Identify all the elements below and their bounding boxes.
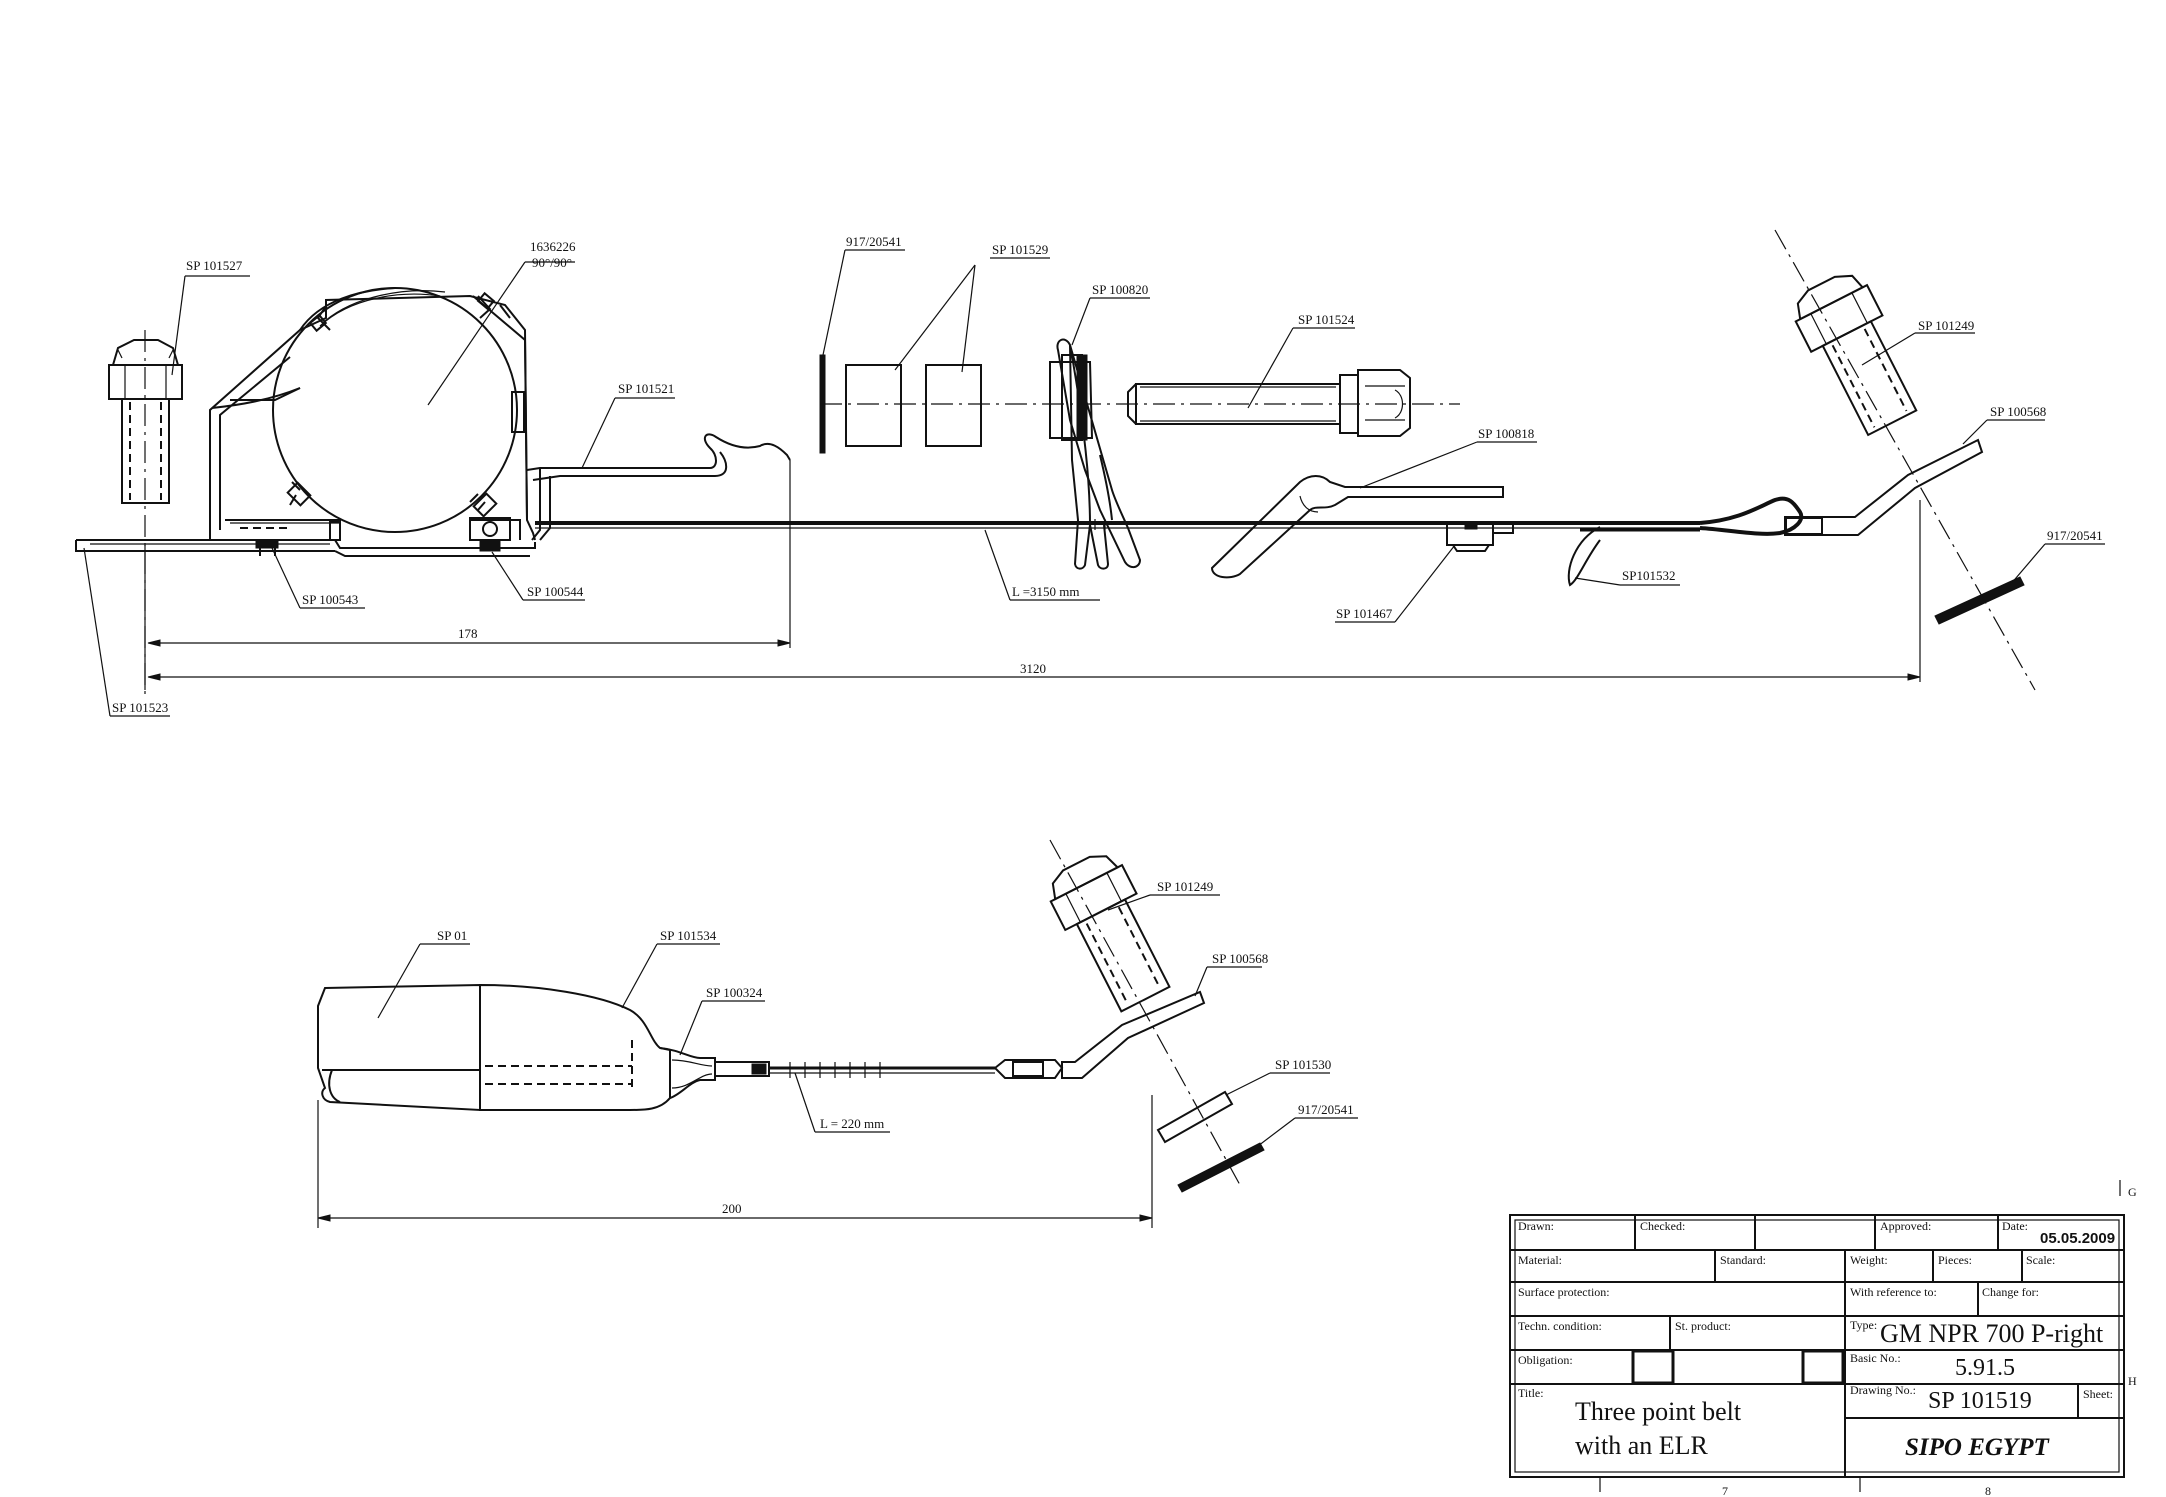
bolt-sp101249-bottom (1049, 839, 1241, 1186)
tb-type-value: GM NPR 700 P-right (1880, 1319, 2104, 1348)
label-sp100568-top: SP 100568 (1990, 404, 2046, 419)
tb-weight: Weight: (1850, 1253, 1888, 1267)
label-sp100324: SP 100324 (706, 985, 763, 1000)
washer-sp101530 (1156, 1090, 1234, 1144)
tb-date-label: Date: (2002, 1219, 2028, 1233)
cable-crimp-marks (789, 1062, 881, 1078)
label-sp101523: SP 101523 (112, 700, 168, 715)
tb-title-line2: with an ELR (1575, 1431, 1709, 1460)
tb-scale: Scale: (2026, 1253, 2055, 1267)
tb-basic-value: 5.91.5 (1955, 1355, 2015, 1381)
tb-surface: Surface protection: (1518, 1285, 1610, 1299)
spacer-sp100820 (1049, 338, 1142, 570)
frame-mark-7: 7 (1722, 1484, 1728, 1497)
tb-material: Material: (1518, 1253, 1562, 1267)
label-sp101527: SP 101527 (186, 258, 243, 273)
tb-st-product: St. product: (1675, 1319, 1731, 1333)
label-sp101249-bottom: SP 101249 (1157, 879, 1213, 894)
washer-917-20541-bottom (1177, 1142, 1265, 1193)
label-917-20541-bottom: 917/20541 (1298, 1102, 1354, 1117)
label-1636226: 1636226 (530, 239, 576, 254)
label-917-20541-top-left: 917/20541 (846, 234, 902, 249)
guide-sp100818 (1210, 475, 1504, 579)
label-belt-length: L =3150 mm (1012, 584, 1080, 599)
bottom-assembly (317, 839, 1358, 1228)
dimension-labels: 178 3120 200 (458, 626, 1046, 1216)
label-sp101529: SP 101529 (992, 242, 1048, 257)
belt-webbing (535, 496, 1804, 587)
tb-reference: With reference to: (1850, 1285, 1937, 1299)
dim-3120: 3120 (1020, 661, 1046, 676)
top-leaders (83, 249, 2105, 717)
cable-sp100324 (714, 1059, 1064, 1079)
frame-mark-g: G (2128, 1185, 2137, 1199)
label-sp101534: SP 101534 (660, 928, 717, 943)
tb-checked: Checked: (1640, 1219, 1685, 1233)
tb-title-label: Title: (1518, 1386, 1544, 1400)
tb-drawing-no-label: Drawing No.: (1850, 1383, 1916, 1397)
label-sp101524: SP 101524 (1298, 312, 1355, 327)
label-sp100544: SP 100544 (527, 584, 584, 599)
bottom-dimensions (317, 1095, 1153, 1228)
top-dimensions (144, 460, 1921, 690)
frame-marks: G H 7 8 (1599, 1180, 2137, 1497)
tb-type-label: Type: (1850, 1318, 1877, 1332)
label-sp101530: SP 101530 (1275, 1057, 1331, 1072)
label-sp100543: SP 100543 (302, 592, 358, 607)
label-sp100820: SP 100820 (1092, 282, 1148, 297)
tb-techn: Techn. condition: (1518, 1319, 1602, 1333)
dim-200: 200 (722, 1201, 742, 1216)
label-buckle-length: L = 220 mm (820, 1116, 884, 1131)
label-sp101249-top: SP 101249 (1918, 318, 1974, 333)
label-sp101467: SP 101467 (1336, 606, 1393, 621)
nut-sp101467 (1446, 522, 1514, 552)
tb-company: SIPO EGYPT (1905, 1434, 2050, 1461)
tb-change: Change for: (1982, 1285, 2039, 1299)
bottom-leaders (377, 894, 1358, 1147)
buckle-sp01 (317, 983, 481, 1112)
tb-approved: Approved: (1880, 1219, 1931, 1233)
washers-sp101529 (845, 364, 982, 447)
label-sp01: SP 01 (437, 928, 467, 943)
tb-drawn: Drawn: (1518, 1219, 1554, 1233)
tb-drawing-no: SP 101519 (1928, 1388, 2032, 1414)
anchor-sp100568-top (1784, 438, 1984, 536)
label-917-20541-top-right: 917/20541 (2047, 528, 2103, 543)
tb-title-line1: Three point belt (1575, 1397, 1742, 1426)
label-sp100568-bottom: SP 100568 (1212, 951, 1268, 966)
label-sp101532: SP101532 (1622, 568, 1675, 583)
tb-obligation: Obligation: (1518, 1353, 1573, 1367)
anchor-plate (75, 539, 536, 557)
dim-178: 178 (458, 626, 478, 641)
top-assembly (75, 229, 2105, 717)
label-sp100818: SP 100818 (1478, 426, 1534, 441)
label-1636226-angle: 90°/90° (532, 255, 572, 270)
tb-standard: Standard: (1720, 1253, 1766, 1267)
tb-sheet: Sheet: (2083, 1387, 2113, 1401)
anchor-sp100568-bottom (1061, 990, 1206, 1079)
label-sp101521: SP 101521 (618, 381, 674, 396)
bolt-sp101524 (1127, 369, 1411, 437)
bracket-sp101521 (526, 433, 791, 541)
frame-mark-8: 8 (1985, 1484, 1991, 1497)
retractor-1636226 (209, 287, 536, 541)
tb-date: 05.05.2009 (2040, 1230, 2115, 1247)
bolt-sp101249-top (1774, 229, 2036, 691)
tb-basic-label: Basic No.: (1850, 1351, 1901, 1365)
buckle-cover-sp101534 (479, 983, 716, 1111)
frame-mark-h: H (2128, 1374, 2137, 1388)
title-block: Drawn: Checked: Approved: Date: 05.05.20… (1509, 1214, 2125, 1478)
tb-pieces: Pieces: (1938, 1253, 1972, 1267)
nut-sp100544 (469, 517, 511, 552)
part-labels: SP 101527 1636226 90°/90° SP 101521 917/… (112, 234, 2103, 1131)
washer-917-20541-right (1934, 576, 2025, 625)
